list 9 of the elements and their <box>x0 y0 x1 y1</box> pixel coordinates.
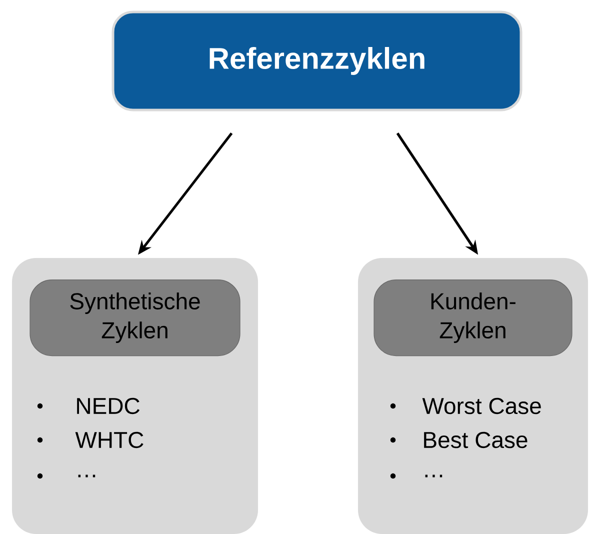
category-box: Kunden-Zyklen <box>374 279 572 356</box>
title-box: Referenzzyklen <box>112 10 522 112</box>
list-item: NEDC <box>77 398 140 414</box>
list-item: WHTC <box>75 432 144 448</box>
list-item: Worst Case <box>422 398 541 414</box>
list-item: … <box>78 474 96 478</box>
list-item: … <box>425 474 442 478</box>
category-box: Synthetische Zyklen <box>30 279 240 356</box>
list-item: Best Case <box>424 432 528 448</box>
